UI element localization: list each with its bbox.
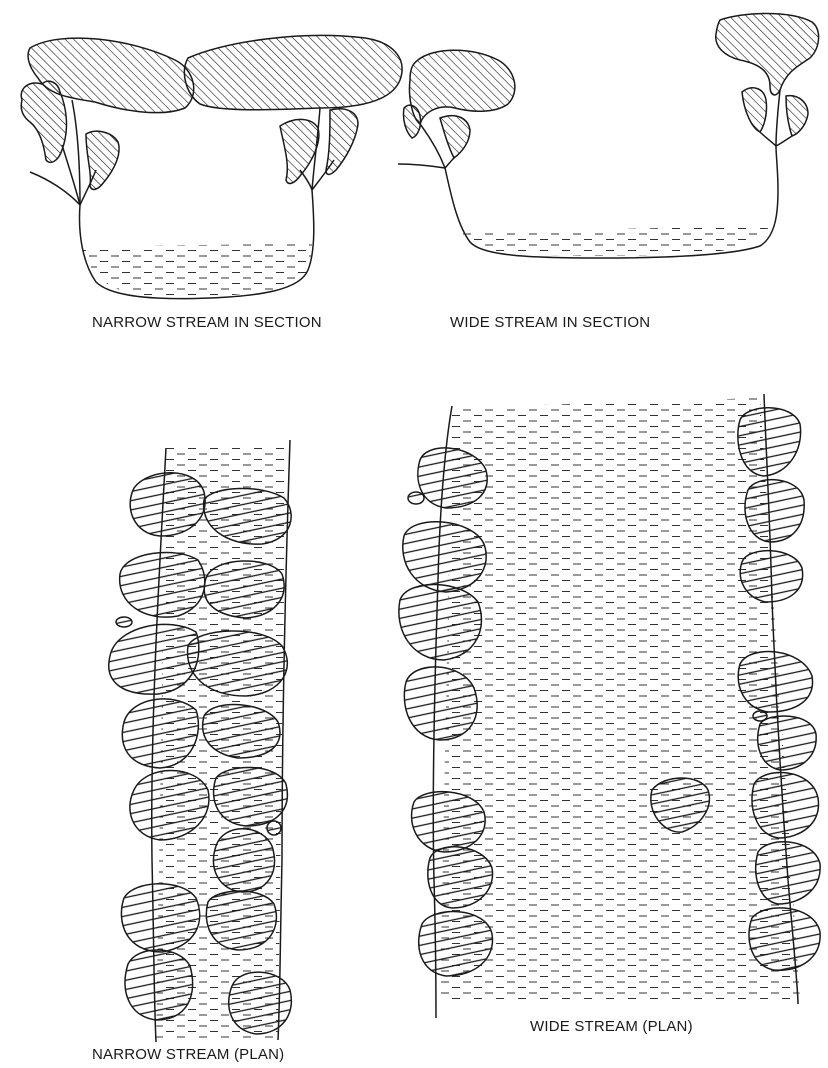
narrow-section-diagram — [21, 35, 402, 298]
wide-section-water — [462, 226, 768, 256]
wide-section-diagram — [398, 14, 819, 259]
narrow-plan-diagram — [109, 440, 292, 1042]
narrow-section-foliage-left — [21, 81, 66, 162]
label-wide-stream-section: WIDE STREAM IN SECTION — [450, 314, 650, 331]
label-narrow-stream-section: NARROW STREAM IN SECTION — [92, 314, 322, 331]
wide-section-canopy-left — [409, 50, 514, 124]
narrow-section-canopy-right — [184, 35, 402, 109]
wide-plan-diagram — [399, 394, 820, 1018]
label-wide-stream-plan: WIDE STREAM (PLAN) — [530, 1018, 693, 1035]
label-narrow-stream-plan: NARROW STREAM (PLAN) — [92, 1046, 284, 1063]
wide-section-canopy-right — [716, 14, 819, 95]
